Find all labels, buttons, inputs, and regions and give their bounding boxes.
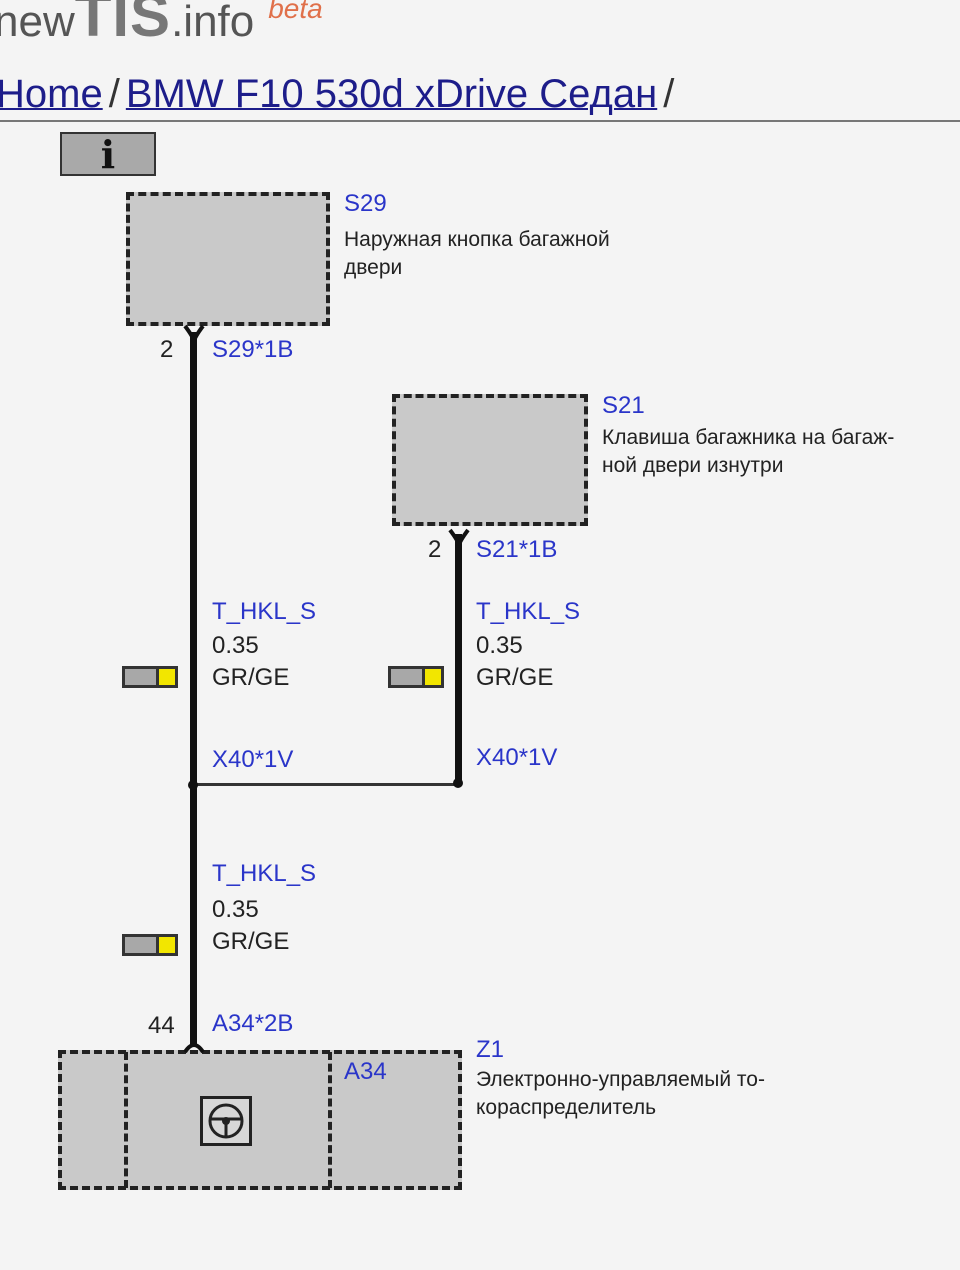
pin-label-a34[interactable]: A34*2B (212, 1010, 294, 1037)
wire-right-signal[interactable]: T_HKL_S (476, 598, 581, 625)
logo-mark: TIS (74, 0, 172, 49)
connector-right-x40[interactable]: X40*1V (476, 744, 558, 771)
wire-lower-gauge: 0.35 (212, 896, 259, 923)
swatch-gray (391, 669, 422, 685)
steering-wheel-icon (200, 1096, 252, 1146)
pin-label-s21[interactable]: S21*1B (476, 536, 558, 563)
component-a34-code[interactable]: A34 (344, 1058, 387, 1085)
component-z1-desc-line2: кораспределитель (476, 1096, 657, 1119)
component-z1-desc-line1: Электронно-управляемый то- (476, 1068, 765, 1091)
wire-right-color-swatch (388, 666, 444, 688)
component-s29-code[interactable]: S29 (344, 190, 387, 217)
header-divider (0, 120, 960, 122)
pin-number-s21: 2 (428, 536, 442, 563)
component-z1-code[interactable]: Z1 (476, 1036, 505, 1063)
wire-right-gauge: 0.35 (476, 632, 523, 659)
pin-label-s29[interactable]: S29*1B (212, 336, 294, 363)
beta-badge: beta (268, 0, 323, 24)
breadcrumb: Home/BMW F10 530d xDrive Седан/ (0, 72, 680, 117)
breadcrumb-vehicle-link[interactable]: BMW F10 530d xDrive Седан (125, 72, 658, 116)
component-z1-divider-left (124, 1052, 128, 1188)
breadcrumb-home-link[interactable]: Home (0, 72, 103, 116)
pin-number-a34: 44 (148, 1012, 175, 1039)
info-icon: i (100, 131, 116, 177)
wire-left[interactable] (190, 332, 197, 1044)
component-s21-description: Клавиша багажника на багаж- ной двери из… (602, 424, 894, 480)
wire-lower-color-swatch (122, 934, 178, 956)
component-z1-box[interactable] (58, 1050, 462, 1190)
logo-suffix: .info (171, 0, 255, 46)
wire-bridge[interactable] (194, 783, 458, 786)
junction-dot-right (453, 778, 463, 788)
wire-lower-signal[interactable]: T_HKL_S (212, 860, 317, 887)
component-s29-desc-line1: Наружная кнопка багажной (344, 228, 610, 251)
component-s21-desc-line1: Клавиша багажника на багаж- (602, 426, 895, 449)
swatch-yellow (156, 669, 175, 685)
wire-left-color: GR/GE (212, 664, 290, 691)
component-s21-box[interactable] (392, 394, 588, 526)
wire-right[interactable] (455, 534, 462, 784)
swatch-gray (125, 669, 156, 685)
component-z1-description: Электронно-управляемый то- кораспределит… (476, 1066, 765, 1122)
info-button[interactable]: i (60, 131, 156, 177)
wire-right-color: GR/GE (476, 664, 554, 691)
logo-prefix: new (0, 0, 75, 46)
wire-left-gauge: 0.35 (212, 632, 259, 659)
component-z1-divider-right (328, 1052, 332, 1188)
pin-fork-a34 (183, 1043, 205, 1054)
site-logo[interactable]: newTIS.info beta (0, 0, 323, 46)
pin-number-s29: 2 (160, 336, 174, 363)
swatch-yellow (156, 937, 175, 953)
wire-left-color-swatch (122, 666, 178, 688)
wire-left-signal[interactable]: T_HKL_S (212, 598, 317, 625)
swatch-gray (125, 937, 156, 953)
component-s29-desc-line2: двери (344, 256, 403, 279)
pin-fork-s21 (448, 528, 470, 547)
component-s21-code[interactable]: S21 (602, 392, 645, 419)
connector-left-x40[interactable]: X40*1V (212, 746, 294, 773)
swatch-yellow (422, 669, 441, 685)
component-s29-description: Наружная кнопка багажной двери (344, 226, 610, 282)
breadcrumb-separator-trailing: / (663, 72, 675, 116)
component-s29-box[interactable] (126, 192, 330, 326)
wire-lower-color: GR/GE (212, 928, 290, 955)
junction-dot-left (188, 780, 198, 790)
breadcrumb-separator: / (108, 72, 120, 116)
pin-fork-s29 (183, 324, 205, 343)
component-s21-desc-line2: ной двери изнутри (602, 454, 784, 477)
